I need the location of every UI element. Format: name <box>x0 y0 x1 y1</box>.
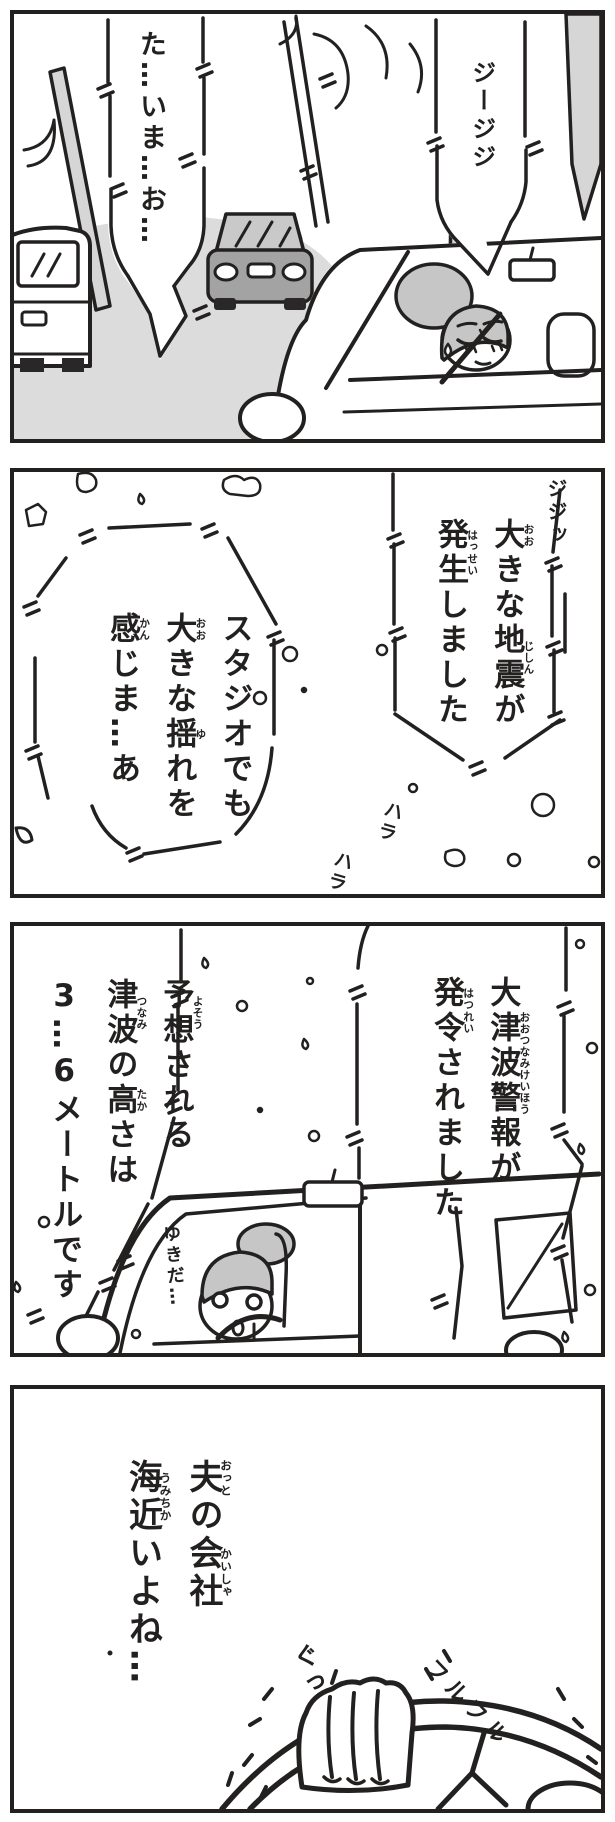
bubble-line: 発生はっせいしました <box>432 518 479 728</box>
bubble-line: た…いま…お… <box>135 30 167 247</box>
warning-scene-art <box>14 926 601 1353</box>
panel-worry-husband: 夫おっとの会社かいしゃ 海近うみちかいよね… ぐっ フルフル <box>10 1385 605 1813</box>
bubble-line: 予想よそうされる <box>157 978 204 1153</box>
bubble-radio-static: ジージジ <box>460 60 503 172</box>
bubble-line: 津波つなみの高たかさは <box>101 978 148 1188</box>
bubble-line: 大津波警報おおつなみけいほうが <box>484 976 531 1186</box>
bubble-announcer-warning: 大津波警報おおつなみけいほうが 発令はつれいされました <box>418 976 530 1221</box>
bubble-line: 大おおきな地震じしんが <box>488 518 535 728</box>
bubble-line: 3…6メートルです <box>46 978 83 1303</box>
bubble-announcer-studio: スタジオでも 大おおきな揺ゆれを 感かんじま…あ <box>94 612 262 822</box>
bubble-line: スタジオでも <box>216 612 253 822</box>
bubble-line: 海近うみちかいよね… <box>122 1459 173 1687</box>
panel-quake-announcement: 大おおきな地震じしんが 発生はっせいしました スタジオでも 大おおきな揺ゆれを … <box>10 468 605 898</box>
shaking-bubbles-art <box>14 472 601 869</box>
bubble-announcer-quake: 大おおきな地震じしんが 発生はっせいしました <box>422 518 534 728</box>
steering-wheel-art <box>107 1649 601 1809</box>
bubble-line: 感かんじま…あ <box>104 612 151 787</box>
bubble-line: ジージジ <box>467 60 496 172</box>
sfx-static-burst: ジジッ <box>544 478 568 547</box>
bubble-line: 大おおきな揺ゆれを <box>160 612 207 822</box>
street-scene-art <box>14 14 601 439</box>
bubble-announcer-height: 予想よそうされる 津波つなみの高たかさは 3…6メートルです <box>36 978 204 1303</box>
panel-driving-scene: た…いま…お… ジージジ <box>10 10 605 443</box>
bubble-line: 夫おっとの会社かいしゃ <box>183 1459 234 1611</box>
bubble-radio-garbled: た…いま…お… <box>126 30 174 247</box>
bubble-line: 発令はつれいされました <box>428 976 475 1221</box>
bubble-monologue-husband: 夫おっとの会社かいしゃ 海近うみちかいよね… <box>112 1459 234 1687</box>
panel-tsunami-warning: 大津波警報おおつなみけいほうが 発令はつれいされました 予想よそうされる 津波つ… <box>10 922 605 1357</box>
